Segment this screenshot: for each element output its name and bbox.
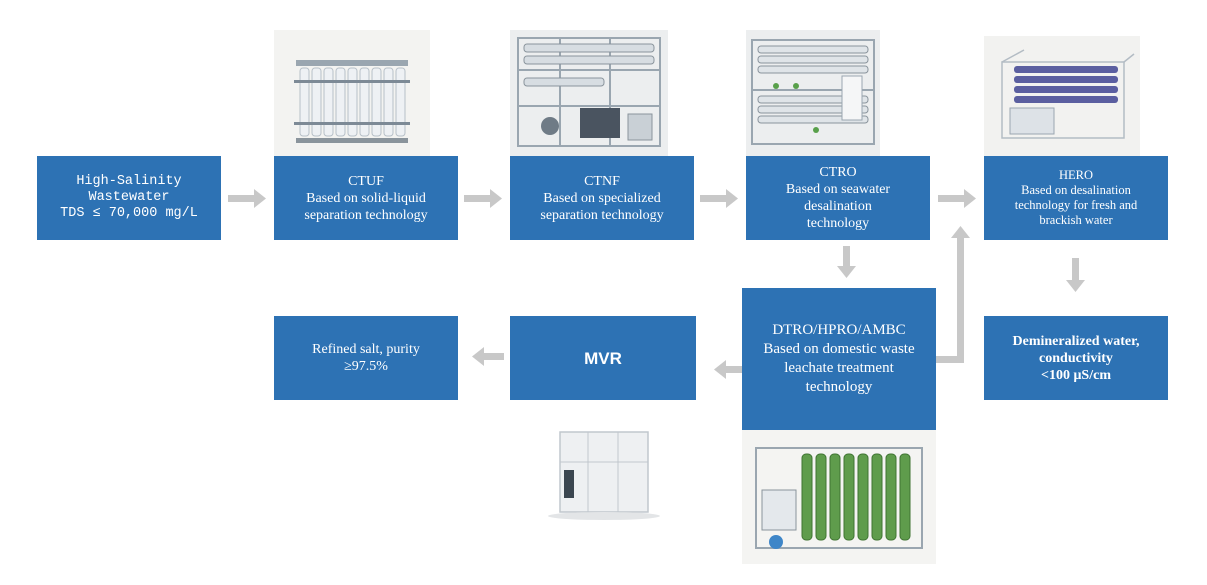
- nf-skid-image: [510, 30, 668, 156]
- node-ctro: CTRO Based on seawater desalination tech…: [746, 156, 930, 240]
- node-demineralized-water: Demineralized water, conductivity <100 μ…: [984, 316, 1168, 400]
- arrow-ctnf-to-ctro: [700, 189, 738, 208]
- dtro-skid-image: [742, 430, 936, 564]
- node-dtro: DTRO/HPRO/AMBC Based on domestic waste l…: [742, 288, 936, 430]
- node-feed-wastewater: High-Salinity Wastewater TDS ≤ 70,000 mg…: [37, 156, 221, 240]
- node-mvr: MVR: [510, 316, 696, 400]
- mvr-unit-image: [510, 414, 696, 526]
- arrow-ctro-to-hero: [938, 189, 976, 208]
- ro-skid-image: [746, 30, 880, 156]
- arrow-ctro-to-dtro: [837, 246, 856, 278]
- node-ctuf: CTUF Based on solid-liquid separation te…: [274, 156, 458, 240]
- arrow-dtro-to-mvr: [714, 360, 742, 379]
- hero-skid-image: [984, 36, 1140, 156]
- node-hero: HERO Based on desalination technology fo…: [984, 156, 1168, 240]
- arrow-hero-to-water: [1066, 258, 1085, 292]
- arrow-feed-to-ctuf: [228, 189, 266, 208]
- uf-skid-image: [274, 30, 430, 156]
- arrow-dtro-to-hero: [936, 226, 970, 363]
- node-refined-salt: Refined salt, purity ≥97.5%: [274, 316, 458, 400]
- arrow-mvr-to-salt: [472, 347, 504, 366]
- node-ctnf: CTNF Based on specialized separation tec…: [510, 156, 694, 240]
- arrow-ctuf-to-ctnf: [464, 189, 502, 208]
